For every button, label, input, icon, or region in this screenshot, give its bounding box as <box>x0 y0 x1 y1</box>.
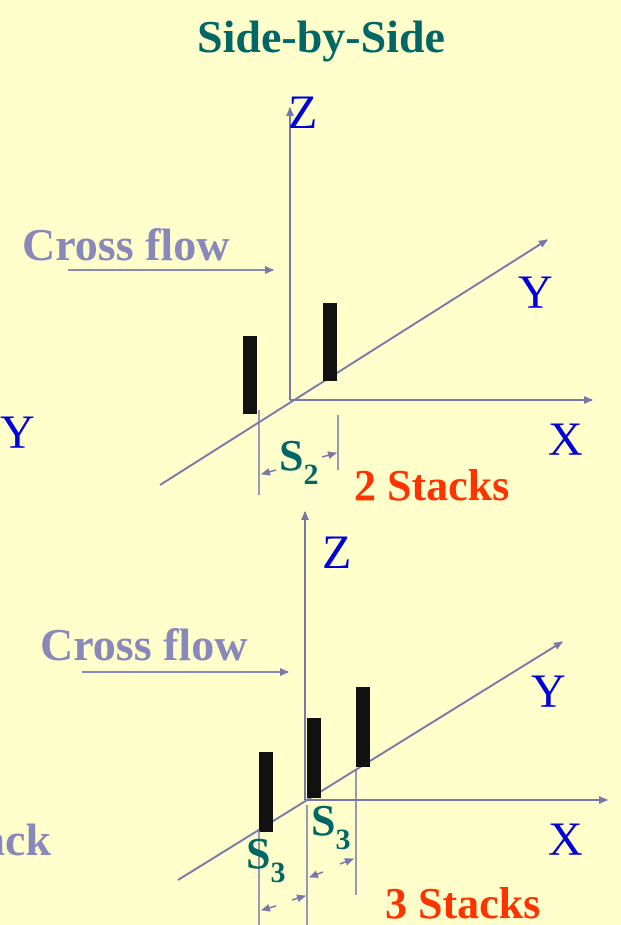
diagram-three-stacks: Cross flow Z Y X ack S3 S3 3 Stacks <box>0 511 608 925</box>
spacing-label-1-bottom: S3 <box>246 829 285 889</box>
spacing-arrow-2b-bottom <box>339 858 354 866</box>
cross-flow-label-bottom: Cross flow <box>40 619 247 670</box>
z-axis-label-top: Z <box>288 86 317 139</box>
left-label-bottom: ack <box>0 814 51 865</box>
stack-bottom-1 <box>259 752 273 832</box>
cross-flow-label-top: Cross flow <box>22 219 229 270</box>
spacing-arrow-left-top <box>261 467 277 476</box>
x-axis-label-top: X <box>548 413 583 466</box>
spacing-arrow-right-top <box>321 451 337 460</box>
spacing-label-top: S2 <box>279 431 318 491</box>
y-axis-label-top: Y <box>518 266 553 319</box>
stack-bottom-2 <box>307 718 321 798</box>
stacks-count-label-bottom: 3 Stacks <box>385 879 540 925</box>
y-axis-label-bottom: Y <box>531 665 566 718</box>
spacing-arrow-2a-bottom <box>309 870 324 878</box>
spacing-label-2-bottom: S3 <box>311 796 350 856</box>
x-axis-label-bottom: X <box>548 813 583 866</box>
stack-top-2 <box>323 303 337 381</box>
left-y-label-top: Y <box>0 406 35 459</box>
y-axis-top <box>159 239 548 486</box>
z-axis-label-bottom: Z <box>322 526 351 579</box>
stack-top-1 <box>243 336 257 414</box>
stack-bottom-3 <box>356 687 370 767</box>
spacing-arrow-1a-bottom <box>261 903 277 912</box>
slide-title: Side-by-Side <box>197 11 445 62</box>
spacing-arrow-1b-bottom <box>291 894 306 903</box>
diagram-two-stacks: Cross flow Z Y X Y S2 2 Stacks <box>0 86 593 510</box>
stacks-count-label-top: 2 Stacks <box>354 461 509 510</box>
